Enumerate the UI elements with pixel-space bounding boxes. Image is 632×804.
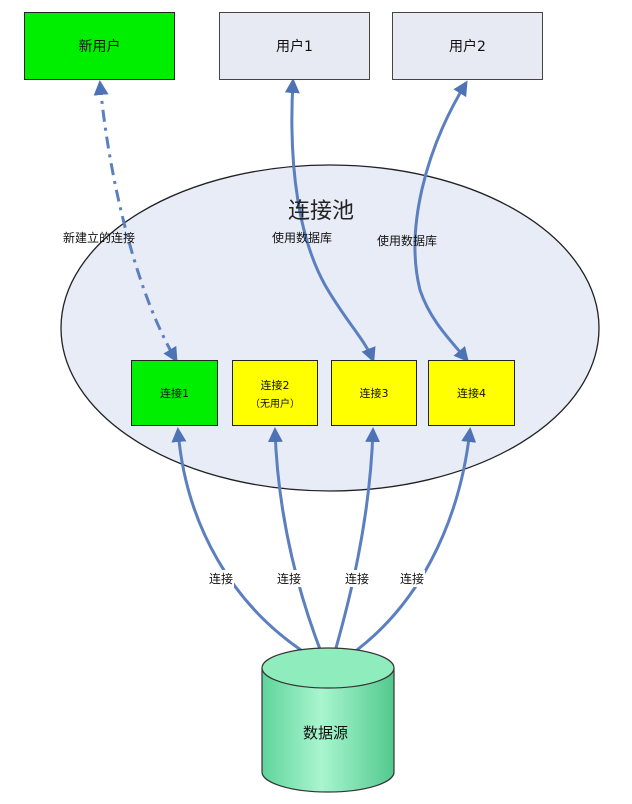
- connection-3-label: 连接3: [359, 387, 389, 400]
- connection-2-label: 连接2: [260, 378, 290, 392]
- connection-1-label: 连接1: [160, 387, 189, 400]
- datasource-cylinder: [261, 647, 395, 793]
- connection-4-box: 连接4: [428, 360, 515, 426]
- db-link-label-1: 连接: [208, 570, 235, 587]
- db-link-label-2: 连接: [276, 570, 303, 587]
- user1-box: 用户1: [219, 12, 370, 80]
- new-connection-label: 新建立的连接: [63, 231, 136, 245]
- user1-connection3-arrow: [284, 78, 376, 363]
- use-db-label-2: 使用数据库: [377, 234, 438, 248]
- connection-3-box: 连接3: [331, 360, 417, 426]
- connection-1-box: 连接1: [131, 360, 218, 426]
- connection-2-box: 连接2 （无用户）: [232, 360, 318, 426]
- connection2-datasource-arrow: [267, 427, 328, 665]
- datasource-label: 数据源: [303, 724, 349, 742]
- user2-label: 用户2: [449, 39, 486, 55]
- new-user-label: 新用户: [78, 39, 121, 55]
- user1-label: 用户1: [276, 39, 313, 55]
- connection-4-label: 连接4: [457, 387, 486, 400]
- user2-connection4-arrow: [413, 80, 469, 363]
- db-link-label-4: 连接: [399, 570, 426, 587]
- pool-title: 连接池: [288, 199, 355, 224]
- user2-box: 用户2: [392, 12, 543, 80]
- connection-2-sublabel: （无用户）: [250, 398, 300, 410]
- db-link-label-3: 连接: [344, 570, 371, 587]
- connection4-datasource-arrow: [337, 427, 477, 664]
- use-db-label-1: 使用数据库: [272, 231, 333, 245]
- new-user-box: 新用户: [24, 12, 175, 80]
